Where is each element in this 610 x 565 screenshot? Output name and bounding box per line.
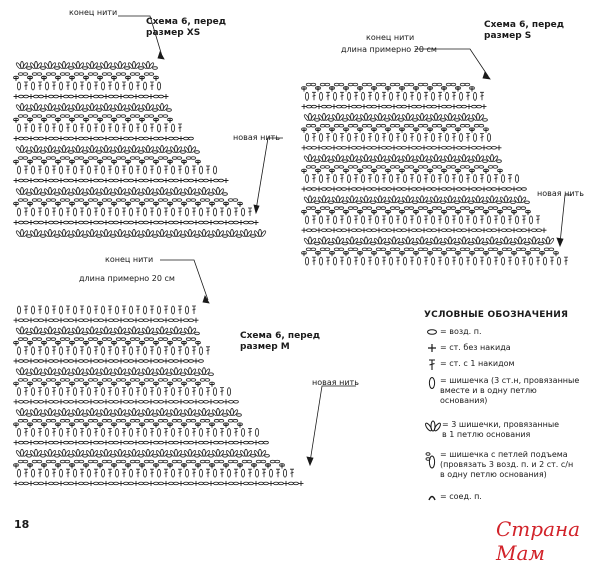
three-puffs-icon <box>424 420 442 434</box>
double-crochet-icon <box>424 359 440 371</box>
legend-item: = соед. п. <box>424 492 482 502</box>
label-thread-end-s: конец нити <box>366 33 415 42</box>
legend-item: = 3 шишечки, провязанные в 1 петлю основ… <box>424 420 559 440</box>
single-crochet-icon <box>424 343 440 353</box>
legend-item: = ст. без накида <box>424 343 511 353</box>
chain-stitch-icon <box>424 327 440 337</box>
page-number: 18 <box>14 518 30 531</box>
legend-item: = шишечка с петлей подъема (провязать 3 … <box>424 450 573 480</box>
label-new-thread-m: новая нить <box>312 378 359 387</box>
slip-stitch-icon <box>424 492 440 502</box>
chart-s <box>301 82 568 266</box>
legend: УСЛОВНЫЕ ОБОЗНАЧЕНИЯ = возд. п. = ст. бе… <box>424 310 604 510</box>
scheme-title-xs: Схема 6, перед размер XS <box>146 17 227 38</box>
label-new-thread-xs: новая нить <box>233 133 280 142</box>
puff-with-chain-icon <box>424 450 440 470</box>
label-length-m: длина примерно 20 см <box>79 274 175 283</box>
label-new-thread-s: новая нить <box>537 189 584 198</box>
label-length-s: длина примерно 20 см <box>341 45 437 54</box>
leader-lines <box>118 15 572 467</box>
watermark: Страна Мам <box>496 517 581 565</box>
legend-item: = ст. с 1 накидом <box>424 359 515 371</box>
chart-xs <box>13 61 267 238</box>
scheme-title-s: Схема 6, перед размер S <box>484 20 565 41</box>
scheme-title-m: Схема 6, перед размер M <box>240 331 321 352</box>
puff-stitch-icon <box>424 376 440 390</box>
chart-m <box>13 305 304 486</box>
legend-item: = шишечка (3 ст.н, провязанные вместе и … <box>424 376 579 406</box>
label-thread-end-m: конец нити <box>105 255 154 264</box>
legend-title: УСЛОВНЫЕ ОБОЗНАЧЕНИЯ <box>424 310 569 320</box>
label-thread-end-xs: конец нити <box>69 8 118 17</box>
legend-item: = возд. п. <box>424 327 482 337</box>
